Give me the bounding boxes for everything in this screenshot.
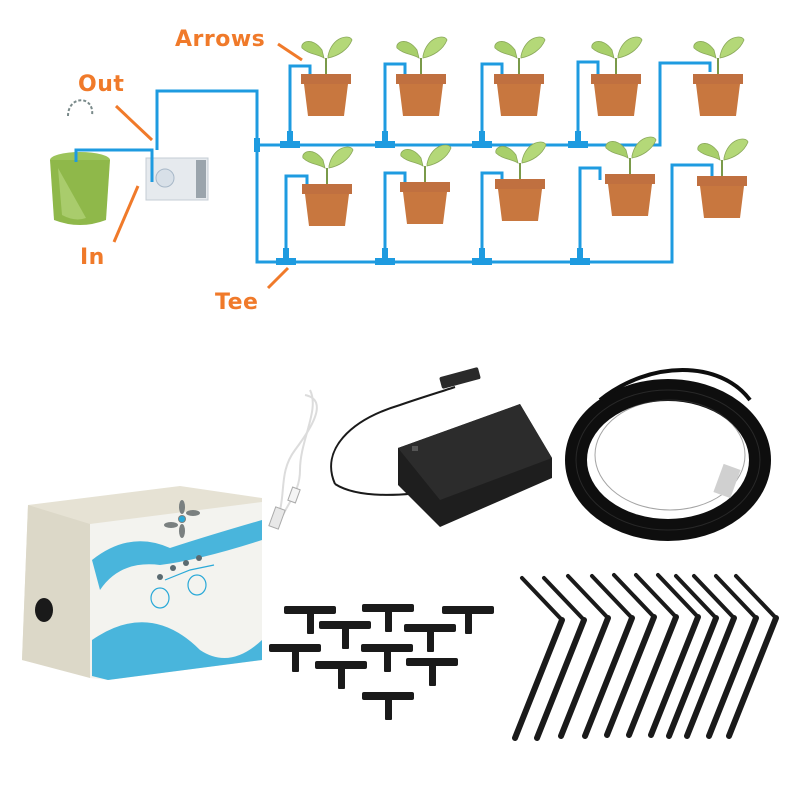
label-arrows: Arrows (175, 27, 266, 52)
drip-arrows-icon (512, 575, 776, 741)
label-pointers (112, 42, 303, 290)
bucket-icon (50, 99, 110, 225)
label-tee: Tee (215, 290, 259, 315)
plant-pots (300, 36, 749, 227)
usb-plug-icon (268, 506, 286, 530)
pipe-network (74, 60, 714, 264)
usb-cable-icon (279, 389, 318, 516)
controller-device-icon (22, 486, 262, 680)
tee-markers (254, 131, 590, 265)
product-contents (0, 340, 800, 800)
controller-diagram-icon (145, 157, 209, 201)
label-out: Out (78, 72, 125, 97)
label-in: In (80, 245, 105, 270)
tee-connectors-icon (269, 604, 494, 720)
irrigation-diagram: Arrows Out In Tee (0, 0, 800, 330)
tubing-coil-icon (565, 368, 771, 541)
diagram-graphic (50, 36, 749, 290)
battery-box-icon (330, 367, 552, 527)
